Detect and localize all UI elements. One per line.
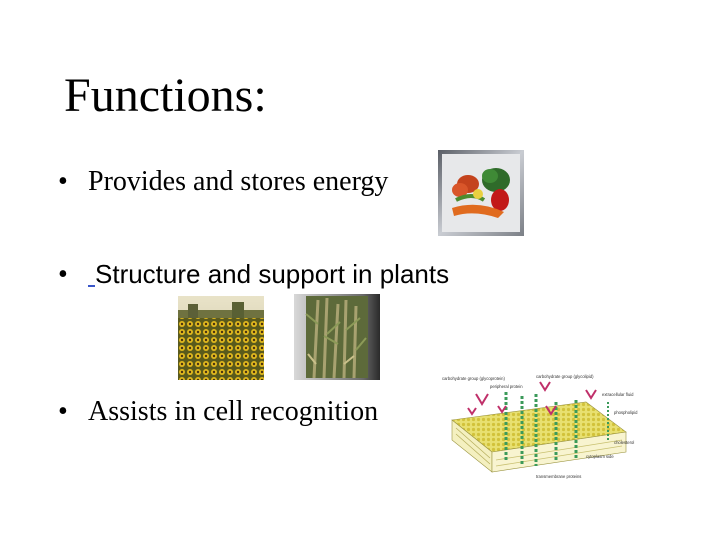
hyperlink-space[interactable] — [88, 259, 95, 290]
bullet-recognition: • Assists in cell recognition — [58, 396, 378, 428]
bullet-text: Provides and stores energy — [88, 166, 389, 197]
vegetables-photo — [438, 150, 524, 236]
bullet-text: Assists in cell recognition — [88, 396, 379, 427]
diagram-label: peripheral protein — [490, 384, 523, 389]
diagram-label: carbohydrate group (glycolipid) — [536, 374, 594, 379]
diagram-label: carbohydrate group (glycoprotein) — [442, 376, 505, 381]
diagram-label: cytoplasm side — [586, 454, 614, 459]
bullet-dot: • — [58, 166, 68, 197]
sunflower-field-photo — [178, 296, 264, 380]
bullet-text: Structure and support in plants — [95, 259, 450, 289]
diagram-label: cholesterol — [614, 440, 634, 445]
diagram-label: extracellular fluid — [602, 392, 634, 397]
bullet-structure: • Structure and support in plants — [58, 258, 449, 291]
bullet-energy: • Provides and stores energy — [58, 166, 388, 198]
corn-stalks-photo — [294, 294, 380, 380]
diagram-label: phospholipid — [614, 410, 638, 415]
bullet-dot: • — [58, 259, 68, 290]
diagram-label-group: carbohydrate group (glycoprotein) periph… — [442, 374, 638, 479]
diagram-label: transmembrane proteins — [536, 474, 581, 479]
slide-title: Functions: — [64, 69, 267, 122]
bullet-dot: • — [58, 396, 68, 427]
cell-membrane-diagram: carbohydrate group (glycoprotein) periph… — [442, 374, 638, 479]
